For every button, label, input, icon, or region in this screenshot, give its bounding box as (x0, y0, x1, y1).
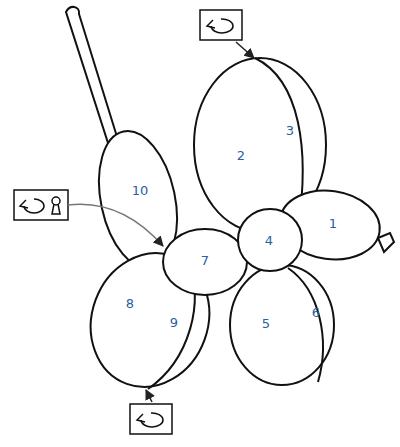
balloon-body (163, 229, 247, 295)
lock-twist-icon-box (14, 190, 68, 220)
callout-number: 6 (312, 306, 320, 319)
keyhole-symbol (52, 197, 60, 205)
keyhole-symbol (52, 204, 60, 214)
twist-symbol (141, 413, 163, 427)
twist-symbol (211, 19, 233, 33)
twist-symbol (137, 414, 145, 422)
twist-icon-box (200, 10, 242, 40)
callout-number: 8 (126, 297, 134, 310)
leg-divider (288, 268, 323, 382)
balloon-joint (238, 209, 302, 271)
balloon-back-leg (72, 236, 228, 403)
callout-number: 2 (237, 149, 245, 162)
twist-symbol (207, 20, 215, 28)
tail (66, 7, 118, 143)
balloon-front-leg (230, 265, 334, 385)
callout-number: 10 (132, 184, 149, 197)
twist-icon-box (130, 404, 172, 434)
callout-number: 5 (262, 317, 270, 330)
callout-number: 4 (265, 234, 273, 247)
callout-number: 7 (201, 254, 209, 267)
callout-number: 1 (329, 217, 337, 230)
callout-number: 9 (170, 316, 178, 329)
pointer-arrow (236, 42, 254, 58)
balloon-knot (378, 233, 394, 252)
twist-symbol (20, 200, 28, 208)
pointer-arrow (68, 204, 163, 246)
pointer-arrow (146, 390, 152, 402)
callout-number: 3 (286, 124, 294, 137)
twist-symbol (24, 199, 44, 213)
